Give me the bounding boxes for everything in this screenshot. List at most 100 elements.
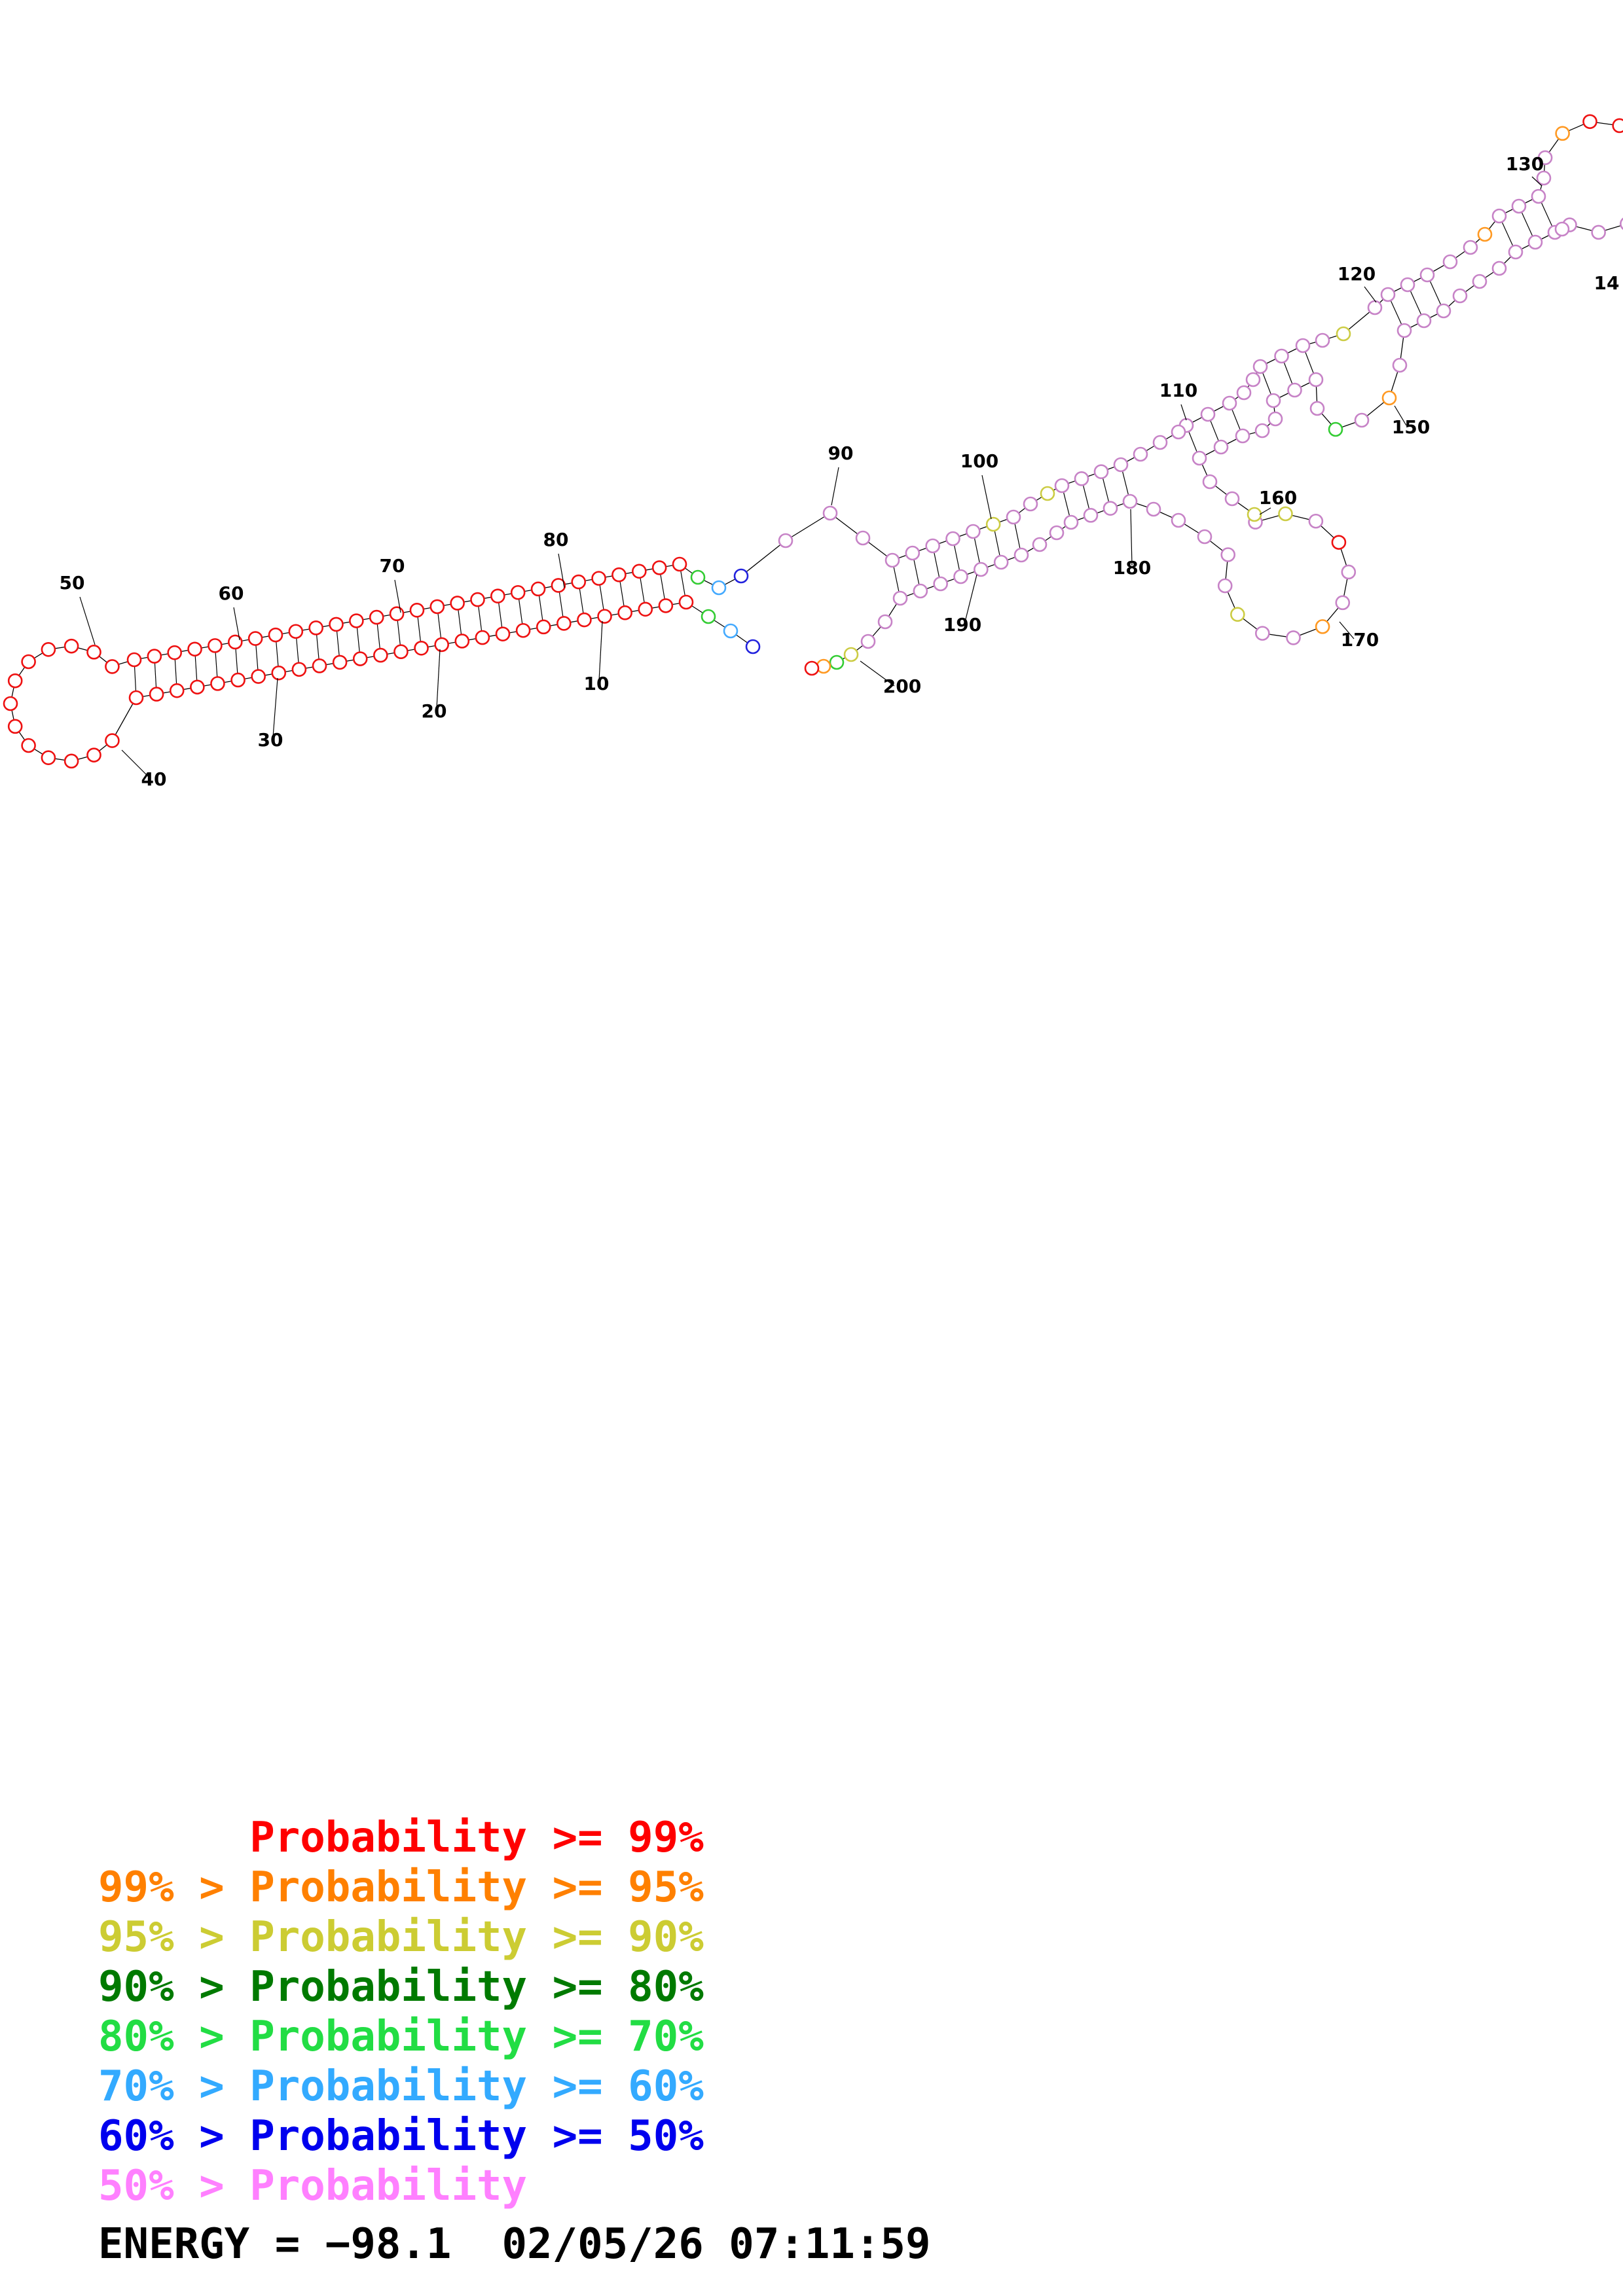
nucleotide <box>41 750 56 765</box>
position-label: 14 <box>1594 272 1620 294</box>
probability-legend: Probability >= 99% 99% > Probability >= … <box>98 1813 704 2211</box>
position-label: 180 <box>1113 557 1151 579</box>
nucleotide <box>1463 240 1478 255</box>
position-label: 160 <box>1259 487 1297 509</box>
nucleotide <box>64 753 79 769</box>
nucleotide <box>1254 423 1270 439</box>
nucleotide <box>1554 221 1570 237</box>
nucleotide <box>658 598 674 613</box>
position-label: 60 <box>219 583 244 604</box>
position-label: 50 <box>60 572 85 594</box>
nucleotide <box>1224 491 1240 507</box>
nucleotide <box>651 560 667 575</box>
nucleotide <box>711 580 727 596</box>
position-label: 130 <box>1506 153 1544 175</box>
nucleotide <box>1133 446 1148 462</box>
nucleotide <box>1274 348 1289 364</box>
nucleotide <box>268 627 283 643</box>
nucleotide <box>147 649 162 664</box>
nucleotide <box>389 606 405 622</box>
legend-entry: 70% > Probability >= 60% <box>98 2062 704 2111</box>
nucleotide <box>495 626 511 641</box>
nucleotide <box>450 596 465 611</box>
nucleotide <box>291 662 307 677</box>
position-label: 30 <box>258 729 283 751</box>
nucleotide <box>1049 525 1065 541</box>
nucleotide <box>230 672 246 688</box>
nucleotide <box>701 609 716 624</box>
nucleotide <box>1023 496 1038 512</box>
nucleotide <box>1286 630 1301 645</box>
nucleotide <box>208 638 223 653</box>
nucleotide <box>597 609 612 624</box>
nucleotide <box>1278 506 1293 522</box>
nucleotide <box>1416 313 1432 329</box>
nucleotide <box>1477 226 1493 242</box>
nucleotide <box>1197 529 1213 545</box>
nucleotide <box>128 690 144 706</box>
nucleotide <box>1230 607 1245 622</box>
nucleotide <box>1335 595 1351 611</box>
nucleotide <box>829 655 845 670</box>
nucleotide <box>7 719 23 734</box>
nucleotide <box>1472 274 1487 289</box>
nucleotide <box>536 619 551 635</box>
nucleotide <box>1491 208 1507 224</box>
nucleotide <box>723 623 739 639</box>
nucleotide <box>1252 359 1268 374</box>
position-label: 110 <box>1159 380 1197 401</box>
nucleotide <box>1287 382 1302 398</box>
nucleotide <box>1122 493 1138 509</box>
nucleotide <box>860 634 876 649</box>
nucleotide <box>925 538 940 554</box>
nucleotide <box>631 564 647 579</box>
nucleotide <box>1380 287 1396 302</box>
nucleotide <box>1040 486 1055 501</box>
nucleotide <box>429 599 445 615</box>
nucleotide <box>373 647 388 663</box>
nucleotide <box>1146 501 1161 517</box>
nucleotide <box>1511 198 1527 214</box>
nucleotide <box>434 637 449 653</box>
nucleotide <box>1032 537 1048 552</box>
nucleotide <box>877 614 893 630</box>
nucleotide <box>1620 217 1623 230</box>
nucleotide <box>1192 450 1207 466</box>
nucleotide <box>1537 150 1553 166</box>
nucleotide <box>369 609 384 625</box>
position-label: 120 <box>1338 263 1376 285</box>
nucleotide <box>490 588 505 603</box>
nucleotide <box>1381 390 1397 406</box>
nucleotide <box>1331 535 1347 550</box>
nucleotide <box>611 567 627 583</box>
nucleotide <box>1063 514 1079 530</box>
nucleotide <box>105 659 120 674</box>
nucleotide <box>475 630 490 645</box>
nucleotide <box>1328 422 1343 437</box>
nucleotide <box>1536 170 1552 186</box>
nucleotide <box>332 655 348 670</box>
nucleotide <box>1367 300 1383 315</box>
nucleotide <box>1054 478 1070 493</box>
nucleotide <box>86 747 101 762</box>
nucleotide <box>1245 372 1261 387</box>
nucleotide <box>933 576 948 592</box>
nucleotide <box>1254 626 1270 641</box>
nucleotide <box>1236 385 1252 401</box>
nucleotide <box>1083 508 1099 523</box>
nucleotide <box>126 652 142 668</box>
nucleotide <box>733 568 749 584</box>
nucleotide <box>1267 411 1283 427</box>
nucleotide <box>41 642 56 657</box>
nucleotide <box>167 645 183 660</box>
nucleotide <box>271 665 287 681</box>
legend-entry: Probability >= 99% <box>98 1814 704 1862</box>
nucleotide <box>1591 224 1606 240</box>
nucleotide <box>1341 564 1357 580</box>
position-label: 80 <box>543 529 569 550</box>
nucleotide <box>190 679 205 695</box>
nucleotide <box>804 660 820 676</box>
nucleotide <box>7 673 23 689</box>
nucleotide <box>1113 457 1129 473</box>
